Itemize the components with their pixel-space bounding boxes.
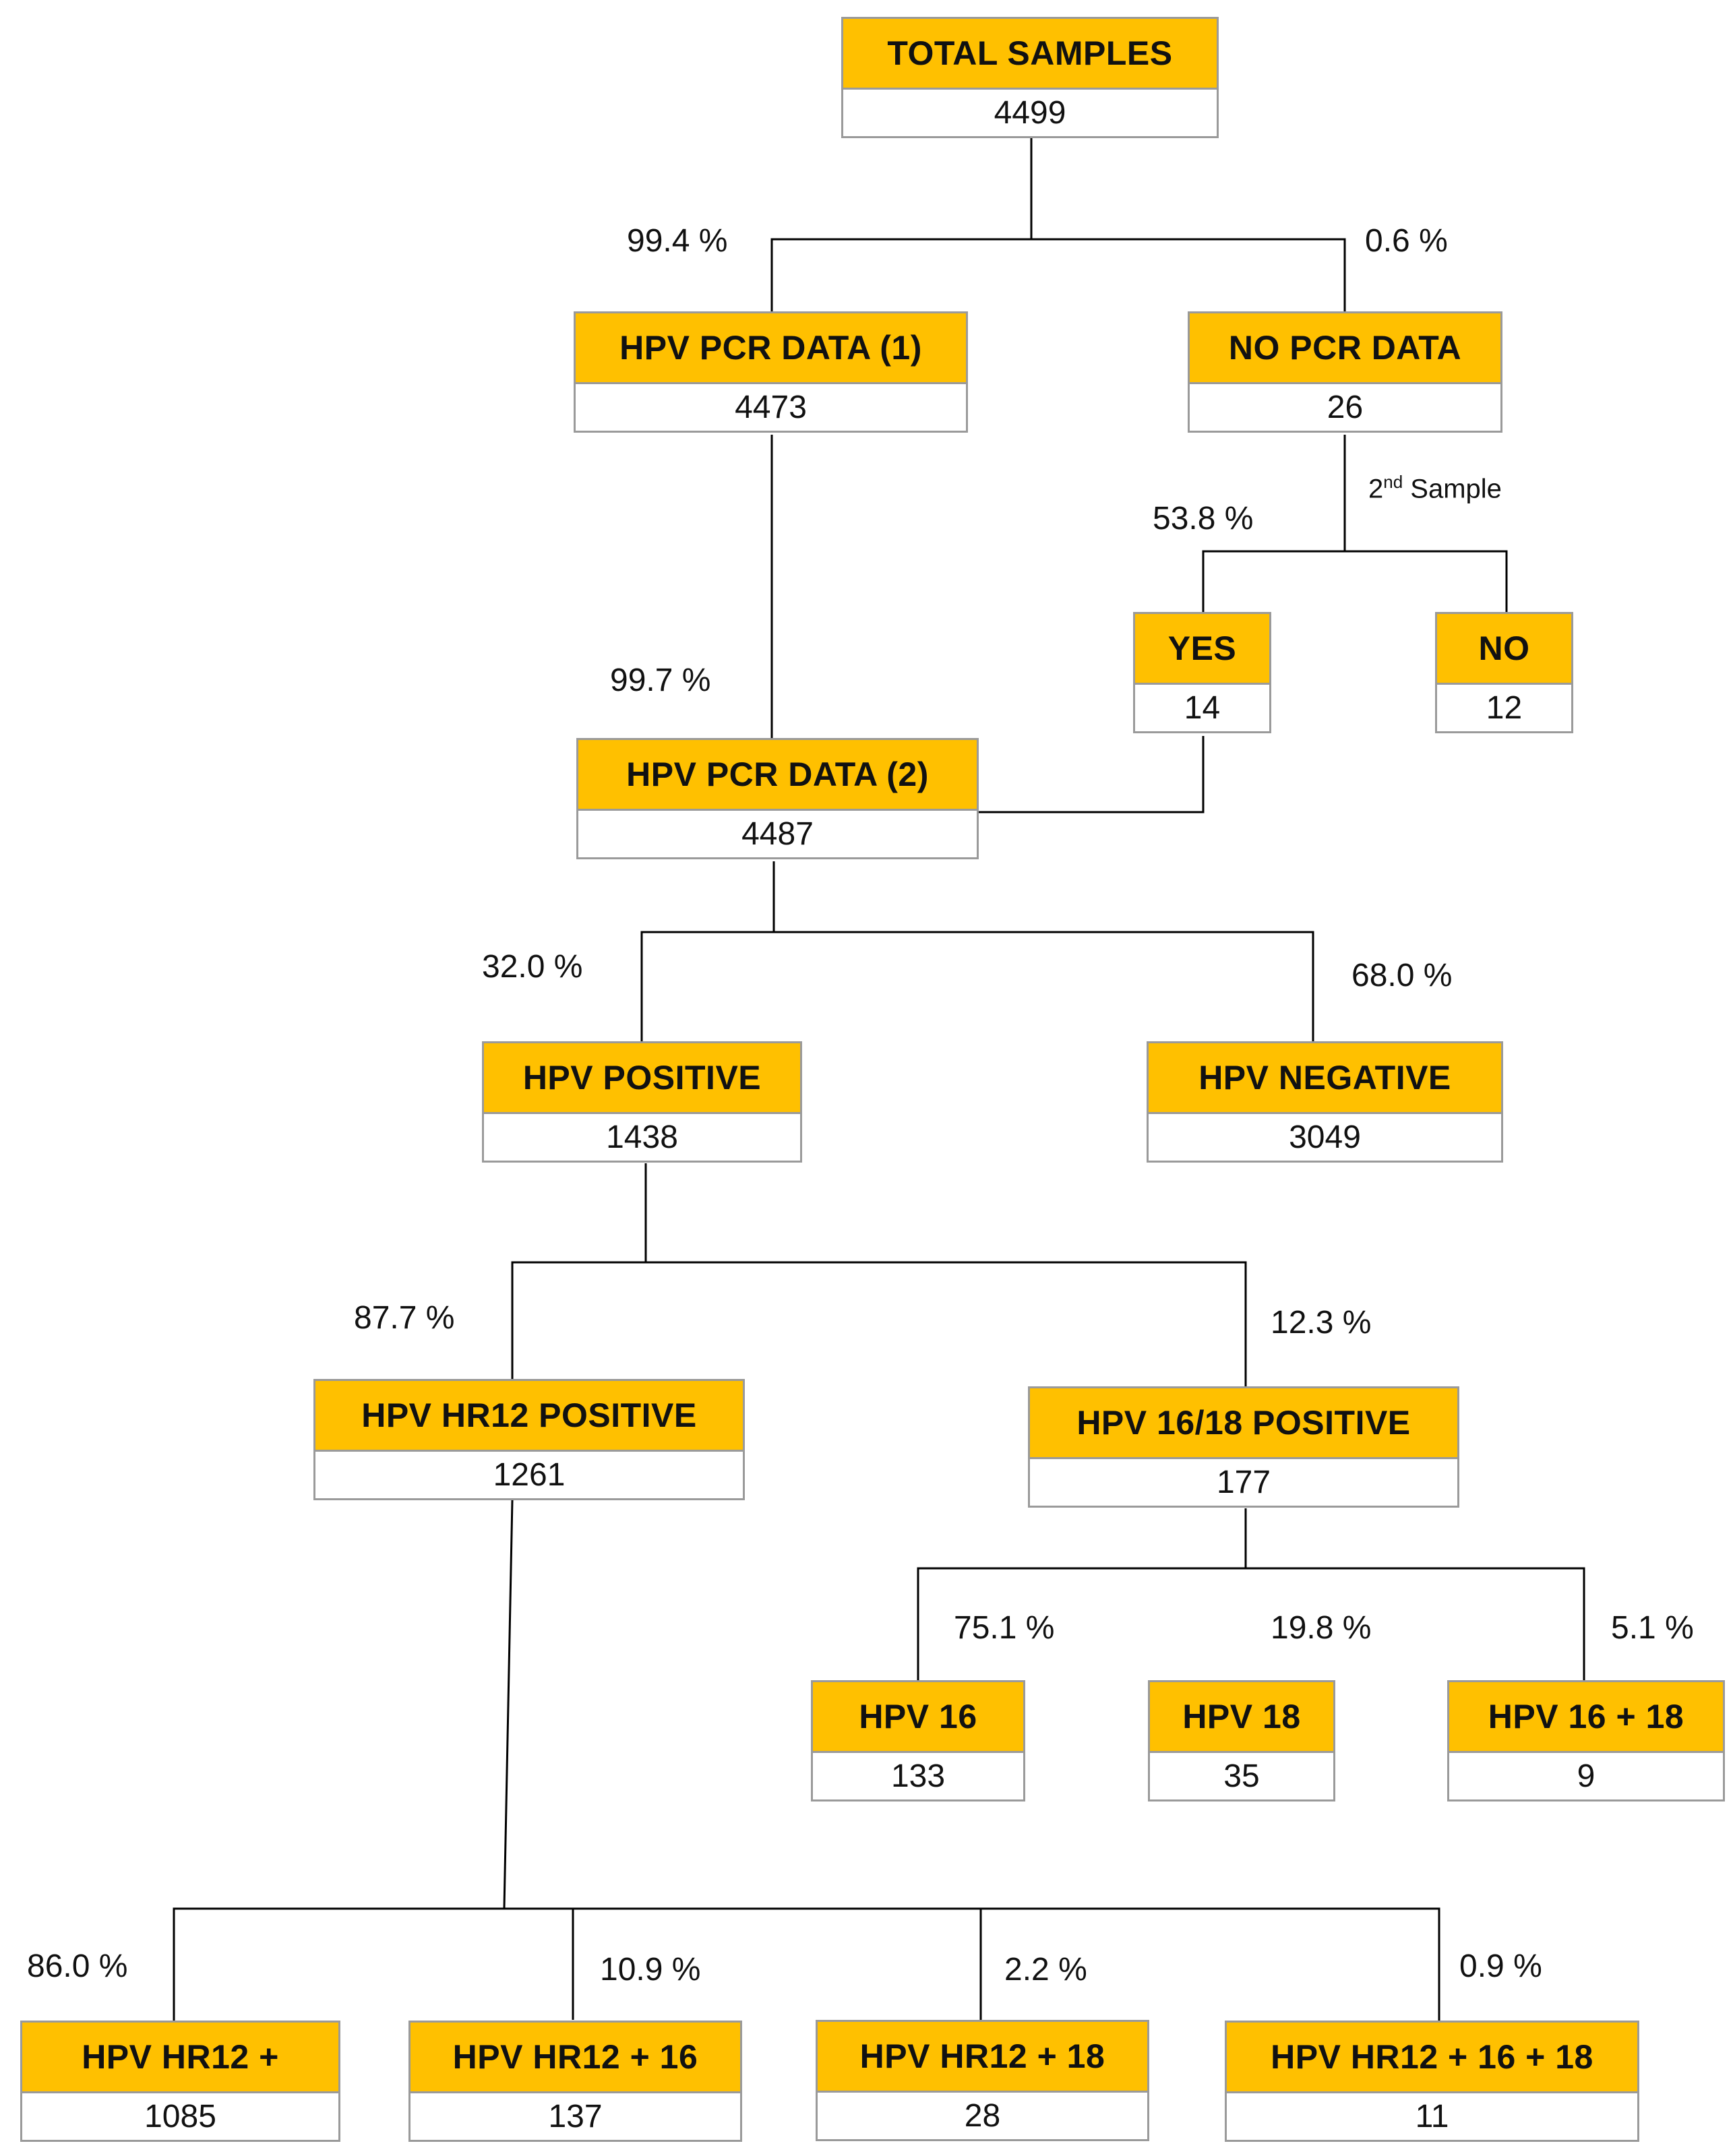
node-count: 177 <box>1028 1457 1459 1508</box>
connector-16-18-both <box>917 1567 1585 1680</box>
pct-yes: 53.8 % <box>1153 501 1254 536</box>
node-label: YES <box>1133 612 1271 683</box>
node-count: 9 <box>1447 1751 1725 1801</box>
node-label: HPV 16/18 POSITIVE <box>1028 1386 1459 1457</box>
node-label: HPV 16 + 18 <box>1447 1680 1725 1751</box>
node-label: TOTAL SAMPLES <box>841 17 1219 88</box>
node-count: 35 <box>1148 1751 1335 1801</box>
connector-yes-no <box>1202 550 1508 612</box>
pct-hpv16: 75.1 % <box>954 1610 1055 1646</box>
node-hpv-18: HPV 18 35 <box>1148 1680 1335 1801</box>
pct-hr12-16-18: 0.9 % <box>1459 1948 1542 1984</box>
pct-hr12: 87.7 % <box>354 1300 455 1336</box>
connector-hr12-down <box>503 1500 514 1909</box>
node-label: HPV HR12 + <box>20 2021 340 2091</box>
node-label: HPV HR12 + 16 + 18 <box>1225 2021 1639 2091</box>
node-count: 4487 <box>576 809 979 859</box>
node-label: HPV PCR DATA (2) <box>576 738 979 809</box>
node-hpv-negative: HPV NEGATIVE 3049 <box>1147 1041 1503 1163</box>
pct-nopcr: 0.6 % <box>1365 223 1448 259</box>
node-label: HPV POSITIVE <box>482 1041 802 1112</box>
node-hpv-positive: HPV POSITIVE 1438 <box>482 1041 802 1163</box>
pct-hpv18: 19.8 % <box>1271 1610 1372 1646</box>
node-hpv-hr12-plus-16: HPV HR12 + 16 137 <box>408 2021 742 2142</box>
node-yes: YES 14 <box>1133 612 1271 733</box>
second-sample-note: 2nd Sample <box>1368 472 1502 504</box>
pct-pcr1: 99.4 % <box>627 223 728 259</box>
node-label: NO PCR DATA <box>1188 311 1502 382</box>
node-label: HPV 16 <box>811 1680 1025 1751</box>
connector-level1 <box>770 238 1346 311</box>
node-count: 26 <box>1188 382 1502 433</box>
pct-pos: 32.0 % <box>482 949 583 985</box>
node-label: HPV 18 <box>1148 1680 1335 1751</box>
node-count: 133 <box>811 1751 1025 1801</box>
node-hpv-hr12-plus-16-plus-18: HPV HR12 + 16 + 18 11 <box>1225 2021 1639 2142</box>
node-count: 12 <box>1435 683 1573 733</box>
node-total-samples: TOTAL SAMPLES 4499 <box>841 17 1219 138</box>
node-no: NO 12 <box>1435 612 1573 733</box>
node-count: 28 <box>816 2091 1149 2141</box>
node-hpv-hr12-plus: HPV HR12 + 1085 <box>20 2021 340 2142</box>
node-hpv-16-plus-18: HPV 16 + 18 9 <box>1447 1680 1725 1801</box>
pct-hpv16-18: 5.1 % <box>1611 1610 1694 1646</box>
node-hpv-pcr-data-2: HPV PCR DATA (2) 4487 <box>576 738 979 859</box>
node-hpv-hr12-positive: HPV HR12 POSITIVE 1261 <box>313 1379 745 1500</box>
node-count: 14 <box>1133 683 1271 733</box>
connector-hr12-children <box>173 1907 1440 2021</box>
connector-pos-neg <box>640 931 1314 1041</box>
pct-neg: 68.0 % <box>1351 958 1453 993</box>
node-count: 1261 <box>313 1450 745 1500</box>
pct-hr12-16: 10.9 % <box>600 1952 701 1988</box>
node-label: HPV HR12 + 16 <box>408 2021 742 2091</box>
node-label: NO <box>1435 612 1573 683</box>
node-count: 1438 <box>482 1112 802 1163</box>
node-count: 11 <box>1225 2091 1639 2142</box>
pct-hr12p: 86.0 % <box>27 1948 128 1984</box>
node-hpv-pcr-data-1: HPV PCR DATA (1) 4473 <box>574 311 968 433</box>
connector-yes-to-pcr2 <box>979 736 1205 813</box>
node-hpv-16: HPV 16 133 <box>811 1680 1025 1801</box>
node-count: 137 <box>408 2091 742 2142</box>
node-count: 3049 <box>1147 1112 1503 1163</box>
node-label: HPV PCR DATA (1) <box>574 311 968 382</box>
node-count: 4499 <box>841 88 1219 138</box>
pct-1618: 12.3 % <box>1271 1305 1372 1341</box>
node-count: 4473 <box>574 382 968 433</box>
connector-hr12-1618 <box>511 1261 1247 1386</box>
pct-pcr2: 99.7 % <box>610 663 711 698</box>
node-label: HPV NEGATIVE <box>1147 1041 1503 1112</box>
node-count: 1085 <box>20 2091 340 2142</box>
pct-hr12-18: 2.2 % <box>1004 1952 1087 1988</box>
node-hpv-hr12-plus-18: HPV HR12 + 18 28 <box>816 2020 1149 2141</box>
node-label: HPV HR12 POSITIVE <box>313 1379 745 1450</box>
node-label: HPV HR12 + 18 <box>816 2020 1149 2091</box>
node-hpv-16-18-positive: HPV 16/18 POSITIVE 177 <box>1028 1386 1459 1508</box>
node-no-pcr-data: NO PCR DATA 26 <box>1188 311 1502 433</box>
